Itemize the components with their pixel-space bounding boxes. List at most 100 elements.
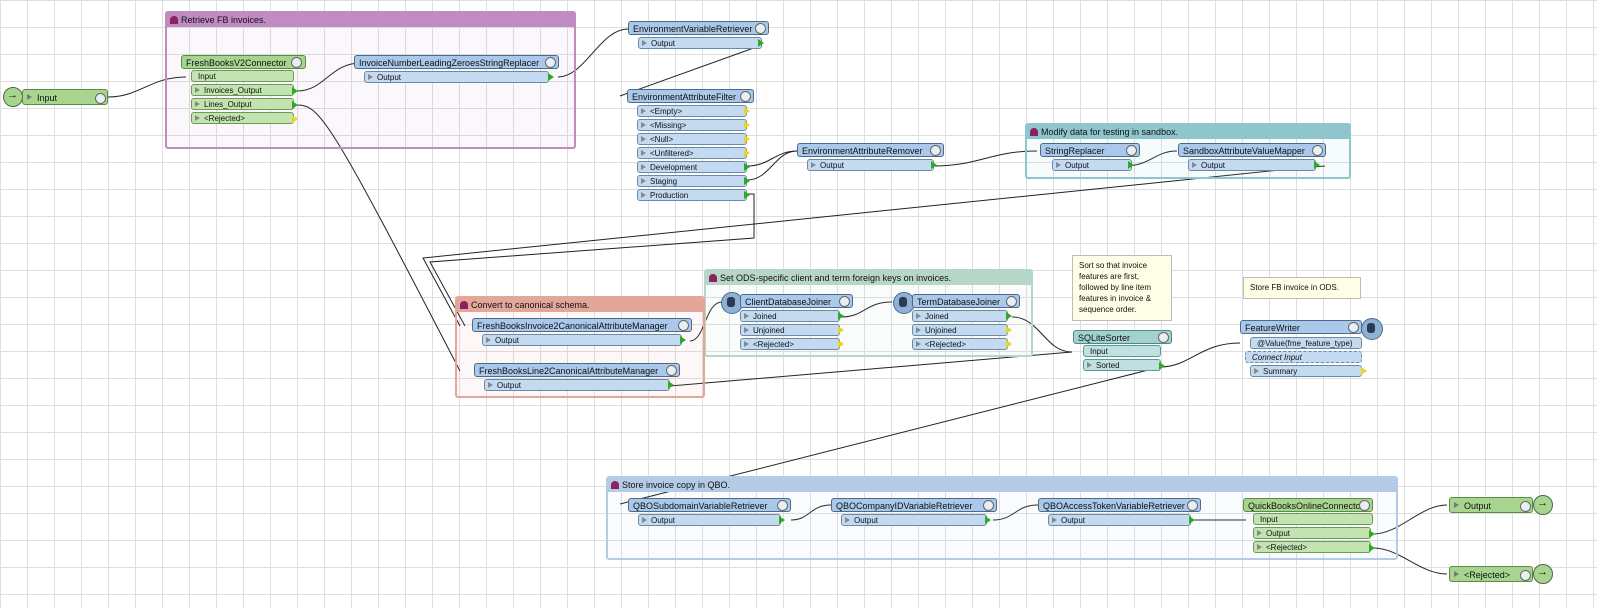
input-node[interactable]: Input [22,89,108,105]
port-missing[interactable]: <Missing> [637,119,747,131]
gear-icon[interactable] [1126,145,1137,156]
port-input[interactable]: Input [1253,513,1373,525]
port-staging[interactable]: Staging [637,175,747,187]
port-summary[interactable]: Summary [1250,365,1362,377]
transformer-sqlite-sorter[interactable]: SQLiteSorter Input Sorted [1073,330,1172,374]
transformer-invoice-replacer[interactable]: InvoiceNumberLeadingZeroesStringReplacer… [354,55,559,85]
transformer-title: FreshBooksV2Connector [186,58,287,68]
transformer-title: FeatureWriter [1245,323,1300,333]
transformer-env-remover[interactable]: EnvironmentAttributeRemover Output [797,143,944,173]
transformer-sandbox-mapper[interactable]: SandboxAttributeValueMapper Output [1178,143,1326,173]
port-invoices-output[interactable]: Invoices_Output [191,84,294,96]
output-flag-icon [292,101,298,109]
port-lines-output[interactable]: Lines_Output [191,98,294,110]
gear-icon[interactable] [1359,500,1370,511]
port-development[interactable]: Development [637,161,747,173]
port-rejected[interactable]: <Rejected> [191,112,294,124]
port-joined[interactable]: Joined [912,310,1008,322]
port-input[interactable]: Input [1083,345,1161,357]
transformer-qbo-subdomain[interactable]: QBOSubdomainVariableRetriever Output [628,498,791,528]
transformer-freshbooks-connector[interactable]: FreshBooksV2Connector Input Invoices_Out… [181,55,306,127]
output-node[interactable]: Output [1449,497,1533,513]
port-unfiltered[interactable]: <Unfiltered> [637,147,747,159]
rejected-flag-icon [838,340,844,348]
port-null[interactable]: <Null> [637,133,747,145]
port-arrow-icon [1454,502,1459,508]
gear-icon[interactable] [839,296,850,307]
port-output[interactable]: Output [807,159,934,171]
port-output[interactable]: Output [638,514,781,526]
transformer-title: EnvironmentVariableRetriever [633,24,753,34]
port-output[interactable]: Output [484,379,670,391]
gear-icon[interactable] [291,57,302,68]
gear-icon[interactable] [545,57,556,68]
port-unjoined[interactable]: Unjoined [740,324,840,336]
rejected-flag-icon [1361,367,1367,375]
transformer-invoice-manager[interactable]: FreshBooksInvoice2CanonicalAttributeMana… [472,318,692,348]
gear-icon[interactable] [755,23,766,34]
rejected-node[interactable]: <Rejected> [1449,566,1533,582]
wire-client-to-term [840,301,893,318]
transformer-client-joiner[interactable]: ClientDatabaseJoiner Joined Unjoined <Re… [740,294,853,352]
port-arrow-icon [1192,162,1197,168]
transformer-env-filter[interactable]: EnvironmentAttributeFilter <Empty> <Miss… [627,89,754,203]
transformer-qbo-connector[interactable]: QuickBooksOnlineConnector Input Output <… [1243,498,1375,556]
gear-icon[interactable] [95,93,106,104]
rejected-node-circle[interactable] [1533,564,1553,584]
port-output[interactable]: Output [1253,527,1371,539]
port-joined[interactable]: Joined [740,310,840,322]
port-unjoined[interactable]: Unjoined [912,324,1008,336]
port-output[interactable]: Output [1052,159,1132,171]
annotation-store-note[interactable]: Store FB invoice in ODS. [1243,277,1361,299]
gear-icon[interactable] [666,365,677,376]
output-flag-icon [1159,362,1165,370]
port-rejected[interactable]: <Rejected> [912,338,1008,350]
gear-icon[interactable] [1158,332,1169,343]
port-output[interactable]: Output [364,71,549,83]
gear-icon[interactable] [983,500,994,511]
transformer-feature-writer[interactable]: FeatureWriter @Value(fme_feature_type) C… [1240,320,1367,380]
bookmark-title: Convert to canonical schema. [471,300,590,310]
port-output[interactable]: Output [482,334,682,346]
gear-icon[interactable] [1520,501,1531,512]
port-production[interactable]: Production [637,189,747,201]
gear-icon[interactable] [1006,296,1017,307]
port-rejected[interactable]: <Rejected> [740,338,840,350]
wire-company-to-token [992,504,1039,521]
port-feature-type[interactable]: @Value(fme_feature_type) [1250,337,1362,349]
gear-icon[interactable] [1348,322,1359,333]
output-flag-icon [838,312,844,320]
transformer-qbo-company[interactable]: QBOCompanyIDVariableRetriever Output [831,498,997,528]
wire-lines-to-line-manager [296,104,461,372]
gear-icon[interactable] [1520,570,1531,581]
gear-icon[interactable] [1312,145,1323,156]
gear-icon[interactable] [678,320,689,331]
port-output[interactable]: Output [1048,514,1191,526]
port-arrow-icon [486,337,491,343]
rejected-flag-icon [292,115,298,123]
transformer-term-joiner[interactable]: TermDatabaseJoiner Joined Unjoined <Reje… [912,294,1020,352]
transformer-title: SandboxAttributeValueMapper [1183,146,1305,156]
transformer-qbo-token[interactable]: QBOAccessTokenVariableRetriever Output [1038,498,1201,528]
gear-icon[interactable] [1187,500,1198,511]
port-connect-input[interactable]: Connect Input [1245,351,1362,363]
port-empty[interactable]: <Empty> [637,105,747,117]
input-node-circle[interactable] [3,87,23,107]
port-output[interactable]: Output [638,37,762,49]
gear-icon[interactable] [740,91,751,102]
gear-icon[interactable] [777,500,788,511]
port-input[interactable]: Input [191,70,294,82]
output-node-circle[interactable] [1533,495,1553,515]
port-output[interactable]: Output [841,514,987,526]
port-output[interactable]: Output [1188,159,1316,171]
bookmark-icon [611,481,619,489]
port-rejected[interactable]: <Rejected> [1253,541,1371,553]
transformer-string-replacer[interactable]: StringReplacer Output [1040,143,1140,173]
port-sorted[interactable]: Sorted [1083,359,1161,371]
transformer-env-retriever[interactable]: EnvironmentVariableRetriever Output [628,21,769,51]
transformer-title: InvoiceNumberLeadingZeroesStringReplacer [359,58,540,68]
annotation-sort-note[interactable]: Sort so that invoice features are first,… [1072,255,1172,321]
output-flag-icon [1314,161,1320,169]
gear-icon[interactable] [930,145,941,156]
transformer-line-manager[interactable]: FreshBooksLine2CanonicalAttributeManager… [474,363,680,393]
